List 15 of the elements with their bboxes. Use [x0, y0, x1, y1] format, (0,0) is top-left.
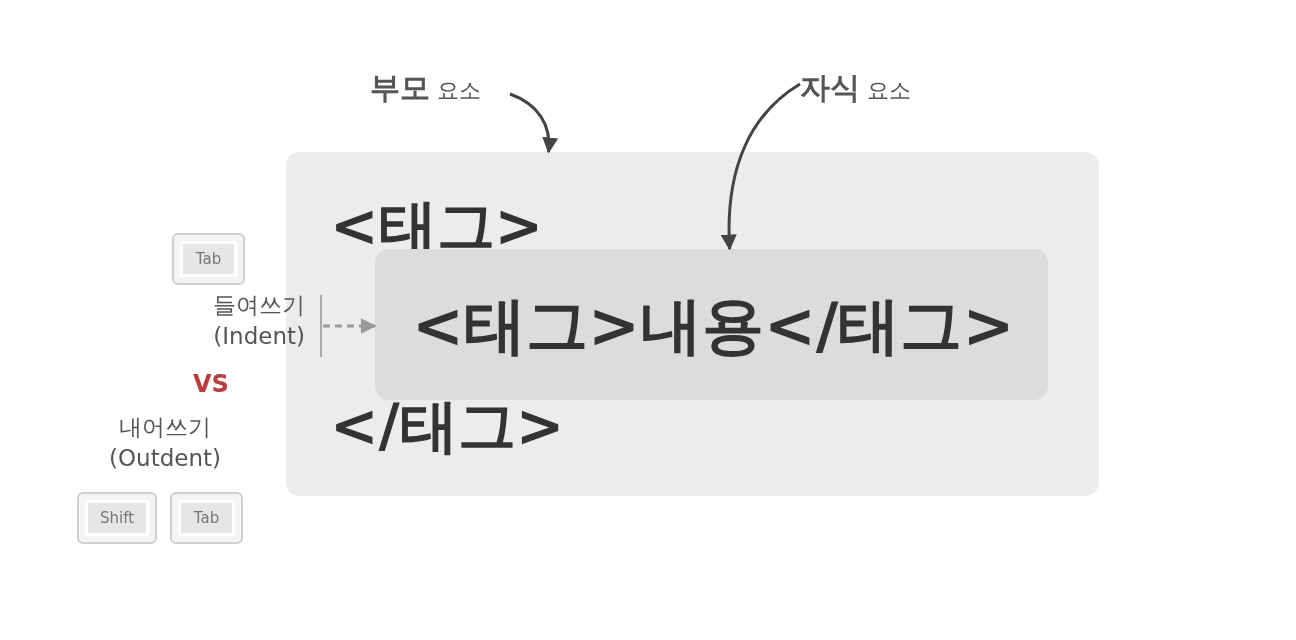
caption-text: 내어쓰기 (Outdent) — [90, 412, 240, 482]
child-box — [375, 249, 1048, 400]
heading-label: 자식 요소 — [800, 68, 940, 108]
keyboard-key: Shift — [77, 492, 157, 544]
arrow — [509, 92, 558, 154]
keyboard-key: Tab — [172, 233, 245, 285]
tag-text: <태그> — [330, 197, 544, 255]
heading-label: 부모 요소 — [370, 68, 510, 108]
caption-text: 들여쓰기 (Indent) — [180, 290, 305, 360]
vs-label: VS — [193, 370, 229, 398]
tag-text: </태그> — [330, 397, 565, 455]
tag-text: <태그>내용</태그> — [412, 295, 1015, 357]
arrow — [721, 82, 801, 251]
keyboard-key: Tab — [170, 492, 243, 544]
arrow — [323, 318, 377, 334]
